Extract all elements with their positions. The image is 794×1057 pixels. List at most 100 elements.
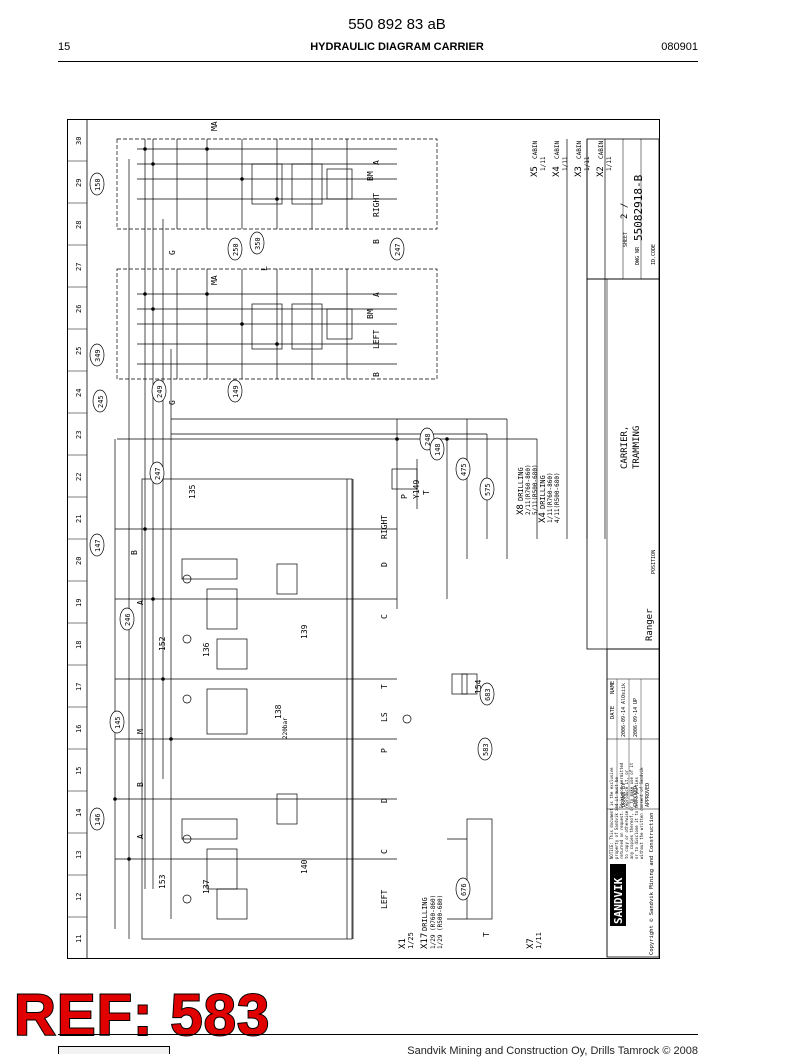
callout-number: 676 <box>460 883 468 896</box>
label-bm-right: BM <box>366 171 375 181</box>
hydraulic-lines <box>114 138 606 940</box>
callout-oval <box>455 877 471 901</box>
zone-number: 21 <box>75 515 83 523</box>
connector-x17: X17 <box>420 933 430 949</box>
component-154: 154 <box>474 679 483 694</box>
header-date: 080901 <box>661 41 698 53</box>
label-ma-lower: MA <box>210 275 219 285</box>
notice-line: NOTICE: This document is the exclusive <box>609 767 614 859</box>
drawn-name: AlOsiik <box>621 683 627 704</box>
label-right-valve: RIGHT <box>372 193 381 217</box>
callout-number: 583 <box>482 743 490 756</box>
connector-x4-cabin-label: X4 <box>552 166 562 177</box>
callout-oval <box>479 477 495 501</box>
connector-x2: X2 <box>596 166 606 177</box>
footer-logo <box>58 1046 170 1054</box>
component-139: 139 <box>300 624 309 639</box>
label-t: T <box>380 684 389 689</box>
position: POSITION <box>651 550 657 574</box>
drawing-title-1: CARRIER, <box>620 426 630 469</box>
label-l: L <box>260 266 269 271</box>
connector-x4-drilling: DRILLING <box>539 475 547 509</box>
callout-number: 245 <box>97 395 105 408</box>
connector-x3-sub: 1/11 <box>584 156 591 171</box>
document-number: 550 892 83 aB <box>348 16 446 33</box>
connector-x8: X8 <box>516 504 526 515</box>
label-pressure: 220bar <box>282 717 289 739</box>
drawn-by: DRAWN BY <box>621 783 627 807</box>
callout-oval <box>89 533 105 557</box>
page-number: 15 <box>58 41 71 53</box>
label-bm-left: BM <box>366 309 375 319</box>
zone-number: 28 <box>75 221 83 229</box>
label-left-side: LEFT <box>380 890 389 909</box>
sheet-value: 2 / <box>620 203 630 219</box>
connector-x17-sub1: DRILLING <box>421 897 429 931</box>
zone-number: 13 <box>75 851 83 859</box>
date-column: DATE <box>610 706 616 719</box>
model: Ranger <box>645 608 655 641</box>
callout-number: 150 <box>94 178 102 191</box>
callout-oval <box>455 457 471 481</box>
sheet-border <box>67 119 660 959</box>
connector-x17-sub3: 1/29 (R500-680) <box>437 895 444 949</box>
label-d-left: D <box>380 798 389 803</box>
connector-x8-l2: 5/11(R500-680) <box>532 464 539 515</box>
callout-oval <box>479 682 495 706</box>
connector-x1: X1 <box>398 938 408 949</box>
notice-line: to copy or otherwise reproduce it, or <box>624 769 629 859</box>
callout-oval <box>89 807 105 831</box>
callout-oval <box>119 607 135 631</box>
callout-number: 146 <box>94 813 102 826</box>
notice-line: property of Sandvik and it must be <box>614 777 619 859</box>
callout-oval <box>92 389 108 413</box>
callout-oval <box>389 237 405 261</box>
callout-oval <box>227 379 243 403</box>
label-right-side: RIGHT <box>380 515 389 539</box>
dwg-label: DWG NR <box>635 246 641 265</box>
callout-oval <box>477 737 493 761</box>
connector-x5-cabin: CABIN <box>532 141 539 159</box>
label-p: P <box>380 748 389 753</box>
connector-x4-cabin-sub: 1/11 <box>562 156 569 171</box>
diagram-labels: RIGHT LEFT RIGHT LEFT BM BM 220bar A B A… <box>130 121 491 937</box>
connector-x7-sub: 1/11 <box>535 932 543 949</box>
callout-number: 145 <box>114 716 122 729</box>
label-g-upper: G <box>168 250 177 255</box>
component-153: 153 <box>158 874 167 889</box>
callout-number: 575 <box>484 483 492 496</box>
zone-number: 24 <box>75 389 83 397</box>
callout-number: 149 <box>232 385 240 398</box>
zone-number: 25 <box>75 347 83 355</box>
zone-number: 11 <box>75 935 83 943</box>
label-a-mid: A <box>372 292 381 297</box>
zone-number: 19 <box>75 599 83 607</box>
connector-x4-l2: 1/11(R760-860) <box>547 472 554 523</box>
connector-x8-l1: 2/11(R760-860) <box>525 464 532 515</box>
drawing-title-2: TRAMMING <box>632 426 642 469</box>
connector-labels: X1 1/25 X17 DRILLING 1/29 (R760-860) 1/2… <box>398 141 613 949</box>
callout-number: 148 <box>434 443 442 456</box>
label-d-right: D <box>380 562 389 567</box>
callout-number: 147 <box>94 539 102 552</box>
callout-number: 350 <box>254 237 262 250</box>
approved: APPROVED <box>645 783 651 807</box>
notice-line: or to disclose it to third parties <box>634 777 639 859</box>
zone-number: 15 <box>75 767 83 775</box>
label-b-lower: B <box>136 782 145 787</box>
callout-number: 246 <box>124 613 132 626</box>
connector-x2-sub: 1/11 <box>606 156 613 171</box>
connector-x4-cabin: CABIN <box>554 141 561 159</box>
label-c-left: C <box>380 849 389 854</box>
junction-dots <box>113 147 449 861</box>
notice-line: returned on request. It is not permitted <box>619 762 624 859</box>
zone-number: 27 <box>75 263 83 271</box>
label-a-upper: A <box>372 160 381 165</box>
connector-x2-cabin: CABIN <box>598 141 605 159</box>
notice-line: any copies thereof, or to make use of it <box>629 762 634 859</box>
component-136: 136 <box>202 642 211 657</box>
label-ma-upper: MA <box>210 121 219 131</box>
connector-x8-drilling: DRILLING <box>517 467 525 501</box>
